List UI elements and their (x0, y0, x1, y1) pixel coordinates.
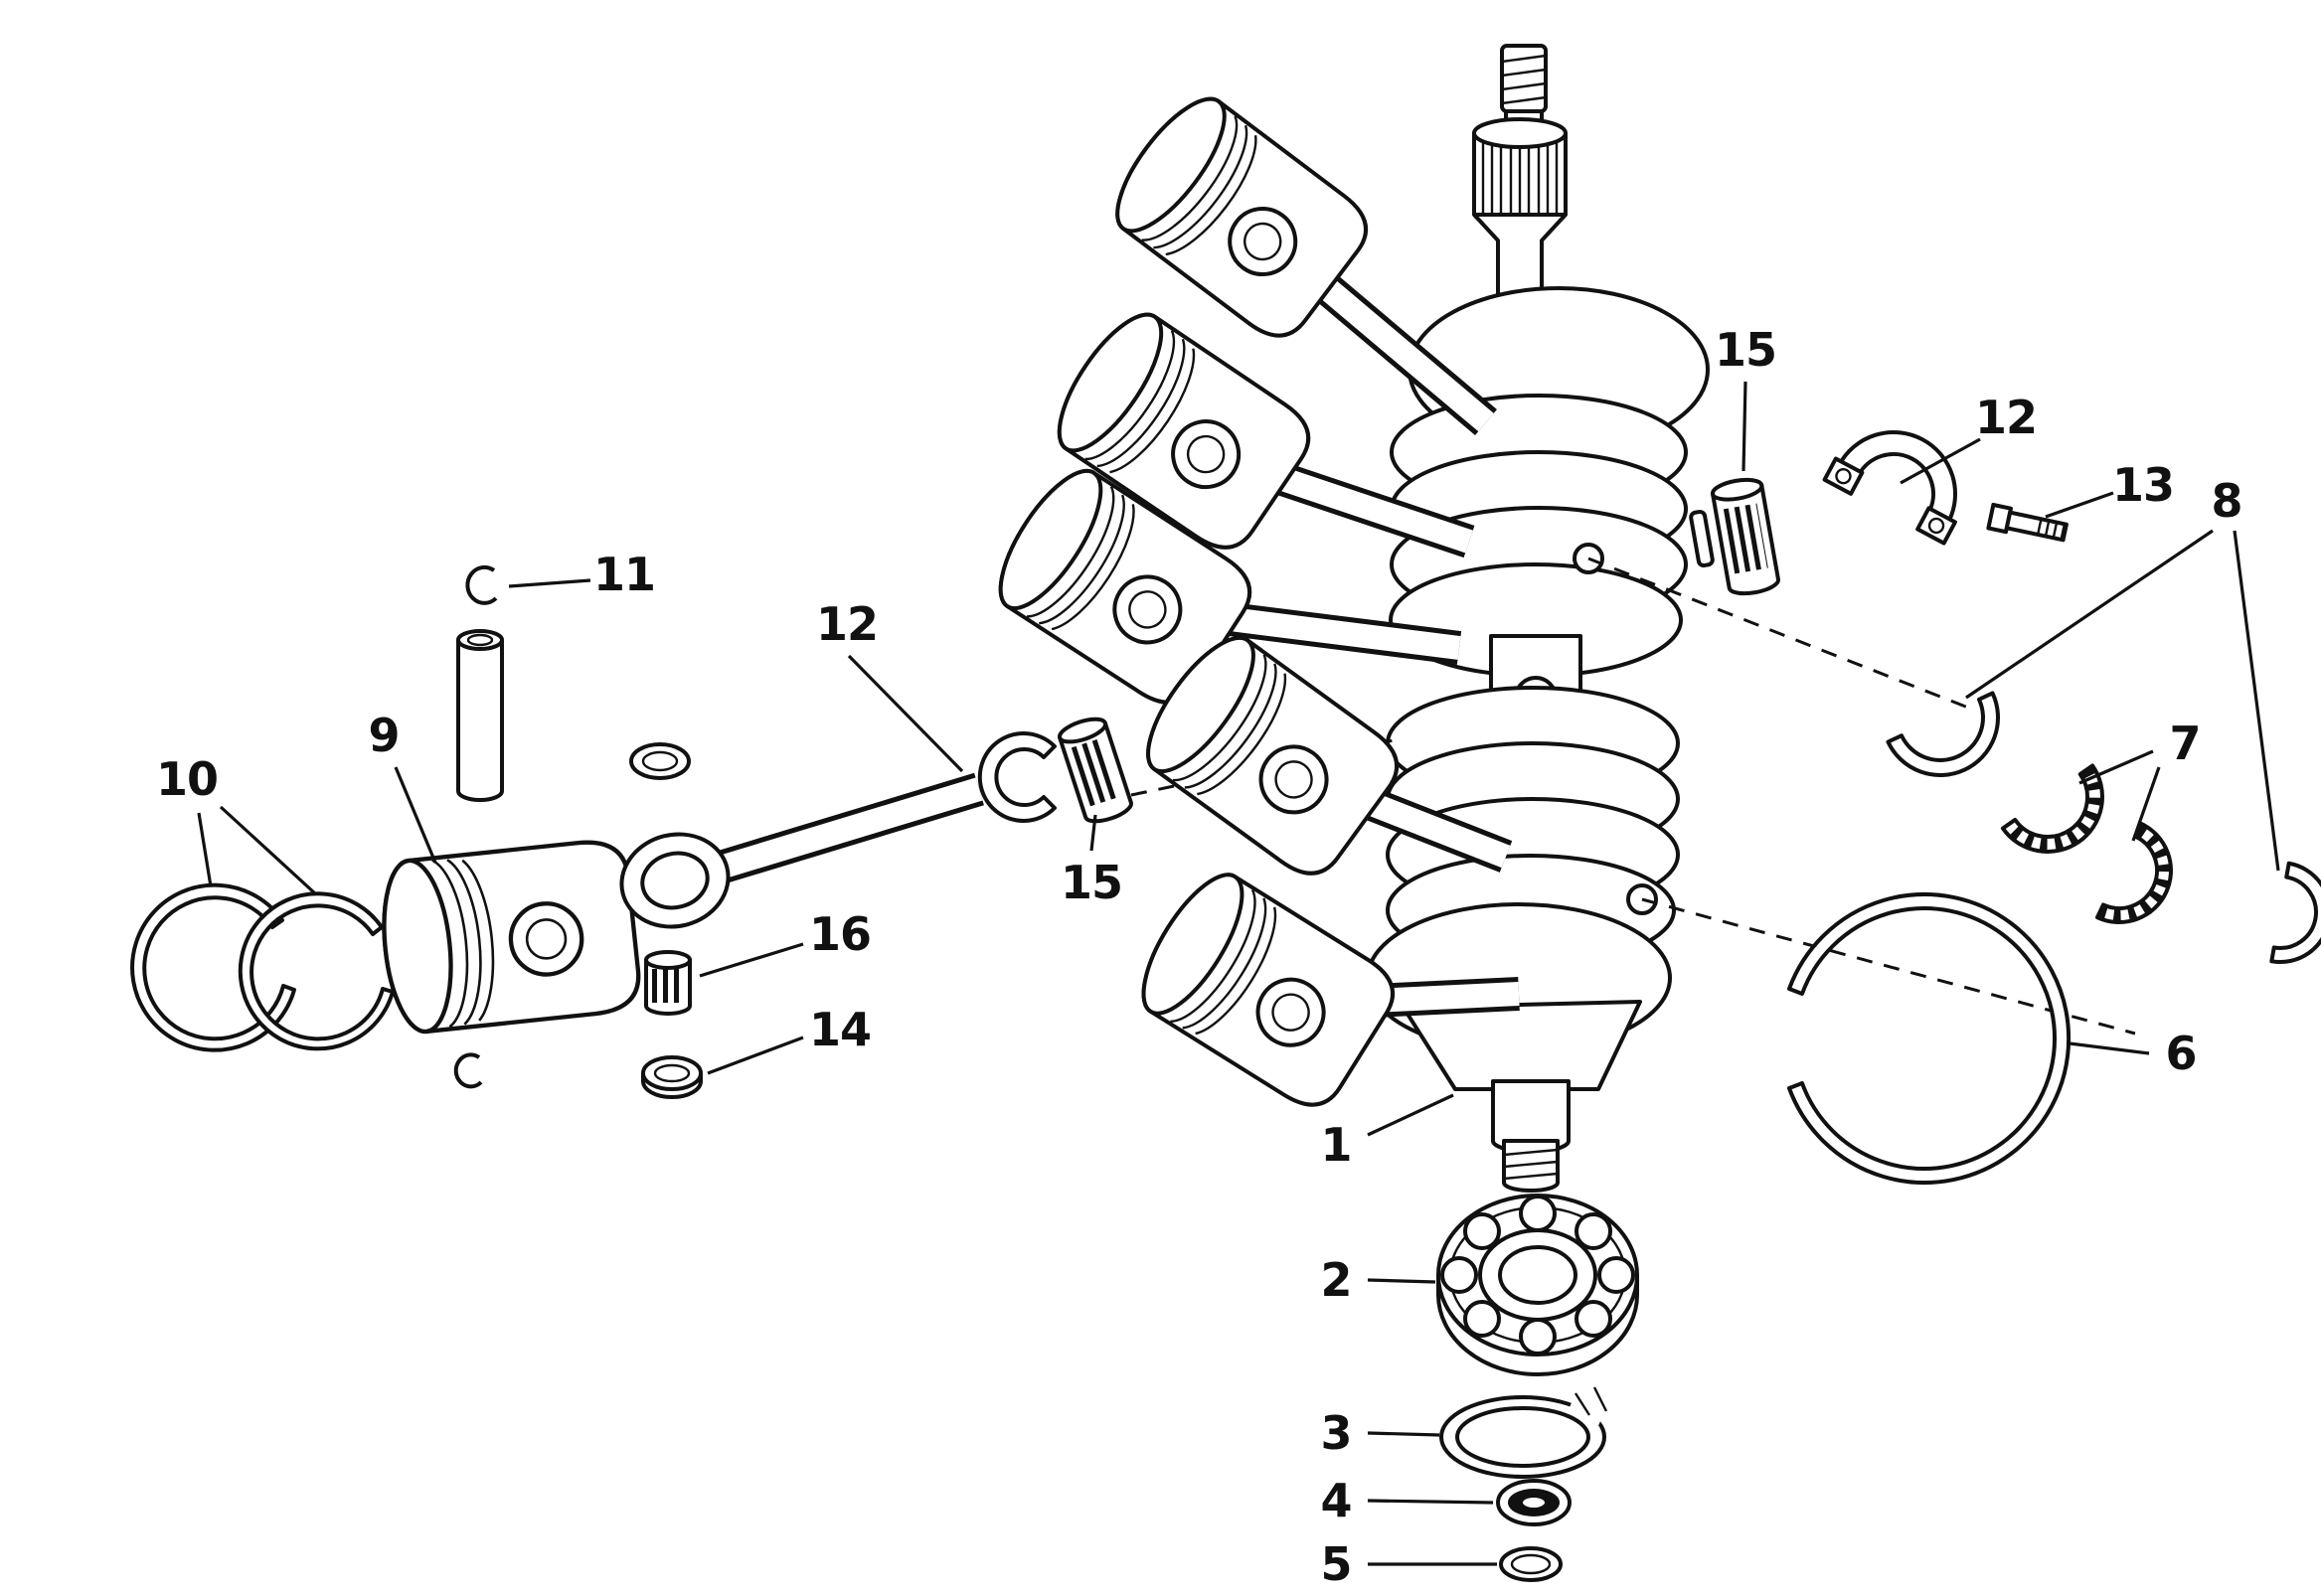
leader-line-4 (1367, 1499, 1494, 1505)
callout-9: 9 (368, 709, 400, 762)
roller-cage-lower (2095, 821, 2173, 924)
pistons-assembled (980, 81, 1409, 1120)
crankshaft (1366, 44, 1710, 1193)
leader-line-1 (1367, 1093, 1454, 1137)
callout-15: 15 (1060, 856, 1123, 909)
piston-rings (130, 882, 395, 1052)
dowel-pin (1689, 509, 1715, 568)
retaining-clips (453, 564, 498, 1089)
callout-5: 5 (1320, 1537, 1352, 1591)
leader-line-11 (508, 578, 591, 588)
leader-line-15 (1089, 814, 1097, 852)
callout-12: 12 (1974, 391, 2038, 444)
leader-lines (197, 381, 2280, 1566)
leader-line-14 (707, 1036, 804, 1075)
needle-bearing-cage-15-left (1058, 717, 1133, 824)
leader-line-8 (2233, 530, 2280, 872)
piston-ring (238, 891, 395, 1051)
retaining-clip (453, 1052, 483, 1089)
rod-cap (1822, 430, 1957, 546)
leader-line-2 (1367, 1278, 1436, 1284)
bearing-shell-upper (1886, 691, 2000, 777)
callout-11: 11 (592, 548, 656, 601)
callout-6: 6 (2165, 1027, 2197, 1080)
callout-1: 1 (1320, 1118, 1352, 1172)
washer-5 (1499, 1546, 1563, 1582)
leader-line-3 (1367, 1431, 1440, 1437)
needle-bearing-cage-16 (644, 950, 692, 1016)
wrist-pin (456, 629, 504, 802)
callout-13: 13 (2111, 458, 2175, 512)
callout-12: 12 (815, 597, 879, 651)
callout-3: 3 (1320, 1406, 1352, 1460)
retaining-clip (465, 564, 498, 605)
leader-line-12 (847, 654, 964, 773)
leader-line-15 (1741, 381, 1747, 472)
callout-10: 10 (155, 752, 219, 806)
washer-14 (641, 1055, 703, 1099)
piston (1123, 859, 1408, 1120)
bearing-shell-lower (2269, 861, 2321, 964)
leader-line-16 (699, 942, 804, 978)
leader-line-10 (197, 812, 213, 887)
leader-line-10 (219, 805, 318, 896)
leader-line-6 (2069, 1041, 2150, 1055)
leader-line-8 (1965, 529, 2214, 700)
leader-line-12 (1900, 437, 1981, 485)
callout-16: 16 (808, 907, 872, 961)
callout-15: 15 (1714, 323, 1777, 377)
connecting-rod-exploded (619, 731, 1057, 929)
bearing-snap-ring (1439, 1381, 1612, 1479)
callout-4: 4 (1320, 1474, 1352, 1527)
needle-bearing-cage-15-right (1710, 477, 1780, 596)
roller-cage-upper (2000, 763, 2104, 854)
main-ball-bearing (1436, 1194, 1639, 1376)
leader-line-13 (2045, 491, 2114, 519)
rod-small-end (977, 731, 1057, 823)
piston-exploded (377, 838, 642, 1035)
callout-14: 14 (808, 1003, 872, 1056)
leader-line-7 (2131, 766, 2161, 842)
oil-seal (1496, 1479, 1572, 1526)
callout-2: 2 (1320, 1253, 1352, 1307)
rod-bolt (1986, 502, 2069, 543)
leader-line-7 (2078, 749, 2154, 785)
crankshaft-snap-ring (1787, 892, 2072, 1185)
callout-7: 7 (2169, 717, 2201, 770)
leader-line-9 (394, 766, 437, 864)
thrust-washer (629, 742, 691, 780)
callout-8: 8 (2211, 474, 2242, 528)
